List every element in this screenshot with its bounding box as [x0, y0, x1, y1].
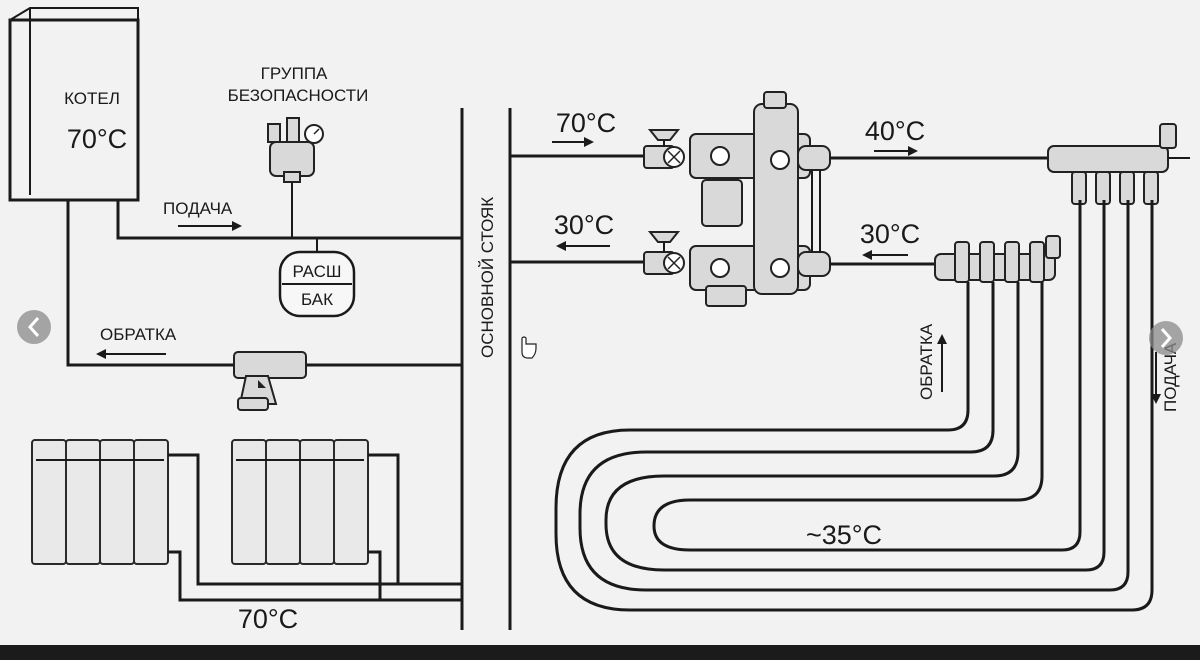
return-pipe [66, 200, 462, 367]
main-riser [460, 108, 512, 630]
tank-label-line1: РАСШ [292, 262, 341, 281]
floor-loop-temp: ~35°C [806, 520, 882, 550]
radiator-return-pipe [168, 550, 462, 602]
radiator-right [231, 439, 369, 565]
expansion-tank: РАСШ БАК [278, 250, 356, 318]
boiler: КОТЕЛ 70°C [8, 7, 140, 202]
bottom-frame [0, 645, 1200, 655]
safety-group-label-line1: ГРУППА [261, 64, 328, 83]
diagram-background [0, 0, 1200, 645]
floor-return-label: ОБРАТКА [917, 323, 936, 400]
supply-arrow-icon [178, 221, 242, 231]
floor-supply-temp: 40°C [865, 116, 925, 146]
supply-label: ПОДАЧА [163, 199, 233, 218]
boiler-temp: 70°C [67, 124, 127, 154]
boiler-label: КОТЕЛ [64, 89, 120, 108]
radiator-supply-pipe [168, 453, 462, 586]
safety-group-icon [267, 117, 324, 238]
safety-group-label-line2: БЕЗОПАСНОСТИ [228, 86, 369, 105]
next-slide-button[interactable] [1149, 321, 1183, 355]
radiator-right-return [368, 550, 382, 600]
riser-label: ОСНОВНОЙ СТОЯК [478, 197, 497, 358]
radiator-left [31, 439, 169, 565]
previous-slide-button[interactable] [17, 310, 51, 344]
strainer-filter-icon [233, 351, 307, 411]
supply-pipe [116, 200, 462, 240]
return-manifold [934, 235, 1061, 283]
mixing-unit [643, 91, 831, 307]
chevron-left-icon [27, 317, 40, 337]
mixer-return-temp: 30°C [554, 210, 614, 240]
return-arrow-icon [96, 349, 166, 359]
tank-label-line2: БАК [301, 290, 333, 309]
floor-supply-label: ПОДАЧА [1161, 342, 1180, 412]
supply-manifold [1047, 123, 1190, 205]
mixer-in-temp: 70°C [556, 108, 616, 138]
floor-return-arrow-icon [862, 250, 908, 260]
floor-return-temp: 30°C [860, 219, 920, 249]
return-label: ОБРАТКА [100, 325, 177, 344]
hand-cursor-icon [521, 336, 537, 359]
mixer-in-arrow-icon [552, 137, 594, 147]
floor-supply-arrow-icon [874, 146, 918, 156]
chevron-right-icon [1160, 328, 1173, 348]
radiator-right-supply [368, 453, 400, 584]
mixer-return-arrow-icon [556, 241, 610, 251]
radiator-temp: 70°C [238, 604, 298, 634]
underfloor-heating-loops [554, 200, 1154, 612]
floor-return-up-arrow-icon [937, 334, 947, 392]
